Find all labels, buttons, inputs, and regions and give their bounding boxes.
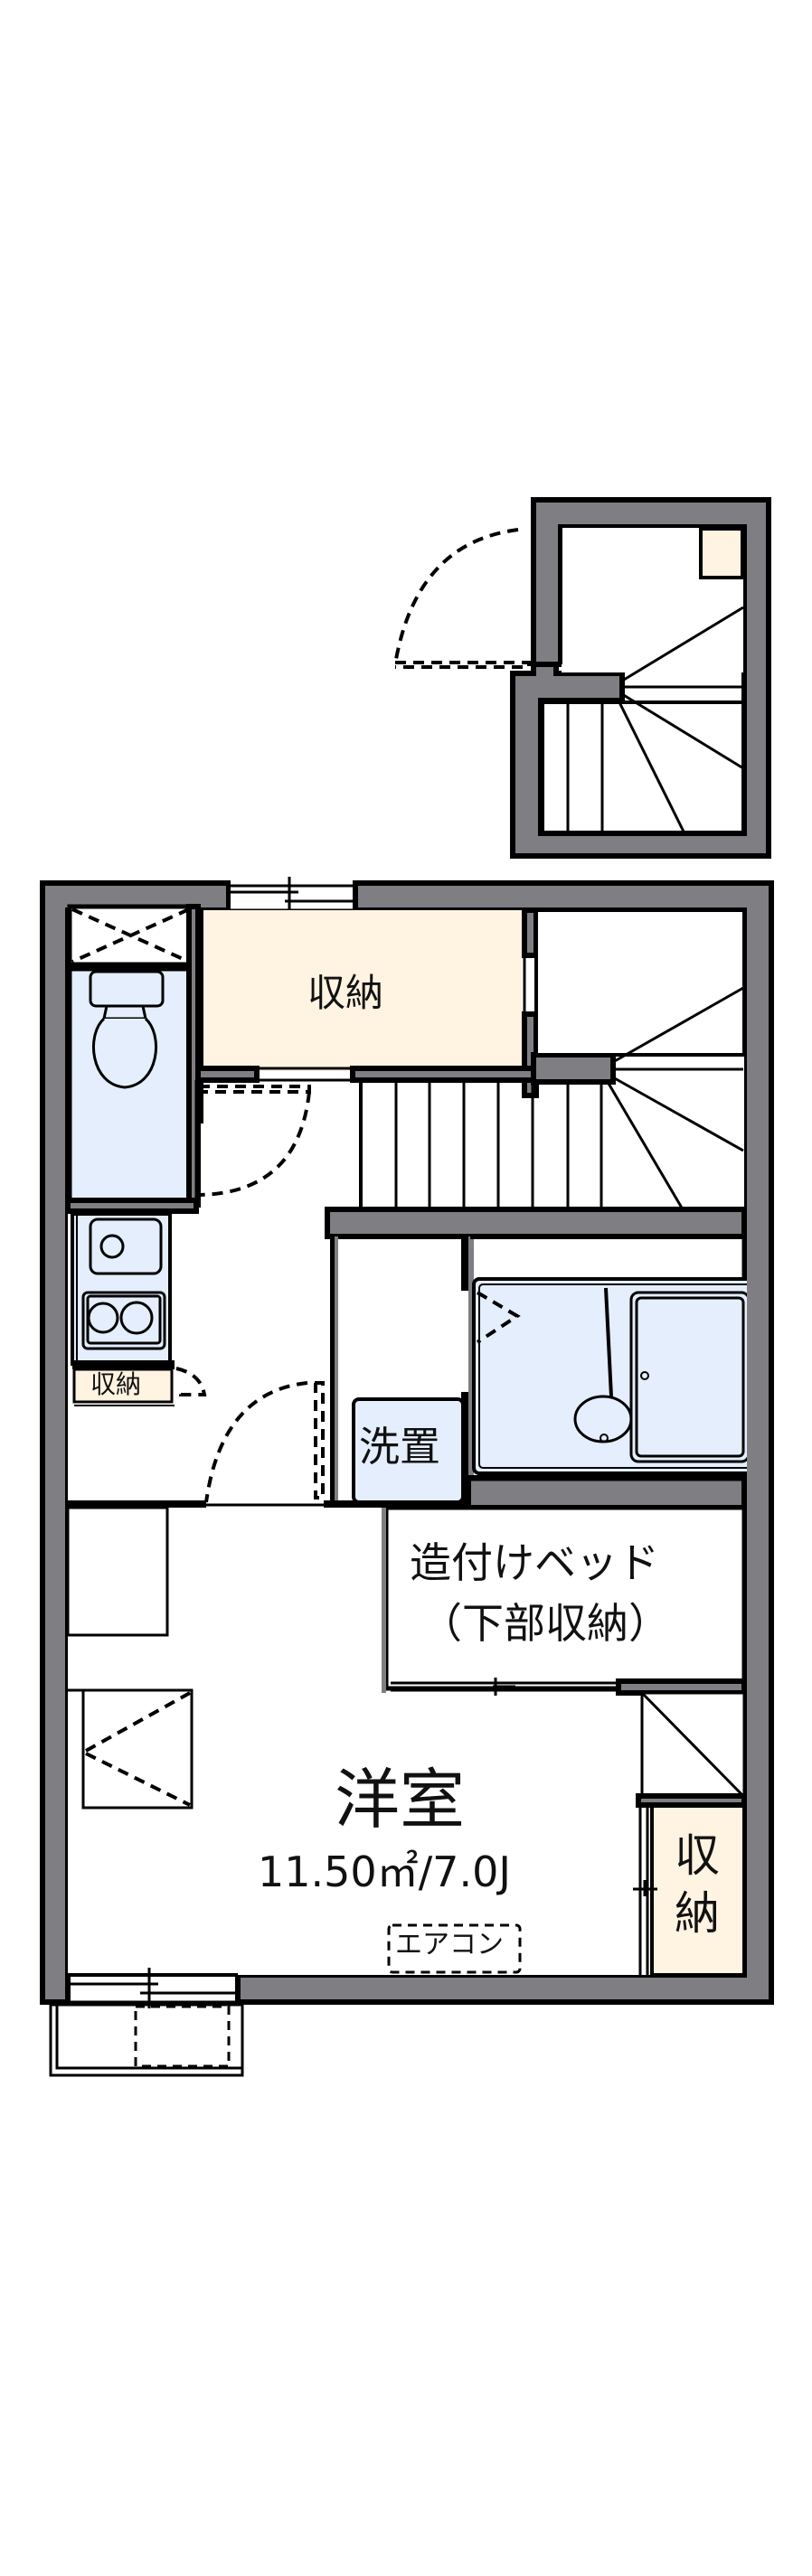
closet-right-label-2: 納	[675, 1887, 720, 1940]
washer-label: 洗置	[359, 1423, 441, 1471]
storage-top-label: 収納	[307, 971, 384, 1015]
main-stairs	[359, 908, 746, 1210]
western-room-label: 洋室	[335, 1762, 466, 1838]
bathtub-icon	[629, 1291, 751, 1463]
toilet-room	[67, 904, 311, 1208]
western-room-area: 11.50㎡/7.0J	[258, 1847, 511, 1896]
bathroom	[466, 1236, 765, 1510]
toilet-icon	[89, 970, 165, 1089]
built-in-bed	[382, 1505, 747, 1696]
western-room	[66, 1506, 194, 1810]
aircon-box	[387, 1923, 522, 1974]
closet-right-label-1: 収	[675, 1829, 720, 1882]
sink-icon	[89, 1217, 163, 1275]
upper-stair-tower	[393, 497, 771, 859]
kitchen	[71, 1212, 207, 1406]
tower-storage-box	[699, 527, 744, 579]
balcony	[49, 1968, 244, 2077]
built-in-bed-label-line1: 造付けベッド	[410, 1538, 659, 1587]
basin-icon	[573, 1395, 633, 1443]
closet-right	[633, 1793, 747, 1977]
kitchen-storage-label: 収納	[90, 1369, 142, 1399]
stove-icon	[81, 1291, 166, 1350]
entry-door-swing	[393, 528, 519, 665]
corridor-door	[204, 1381, 325, 1507]
right-diagonal-box	[640, 1691, 746, 1798]
aircon-label: エアコン	[395, 1929, 504, 1960]
built-in-bed-label-line2: （下部収納）	[420, 1599, 670, 1648]
